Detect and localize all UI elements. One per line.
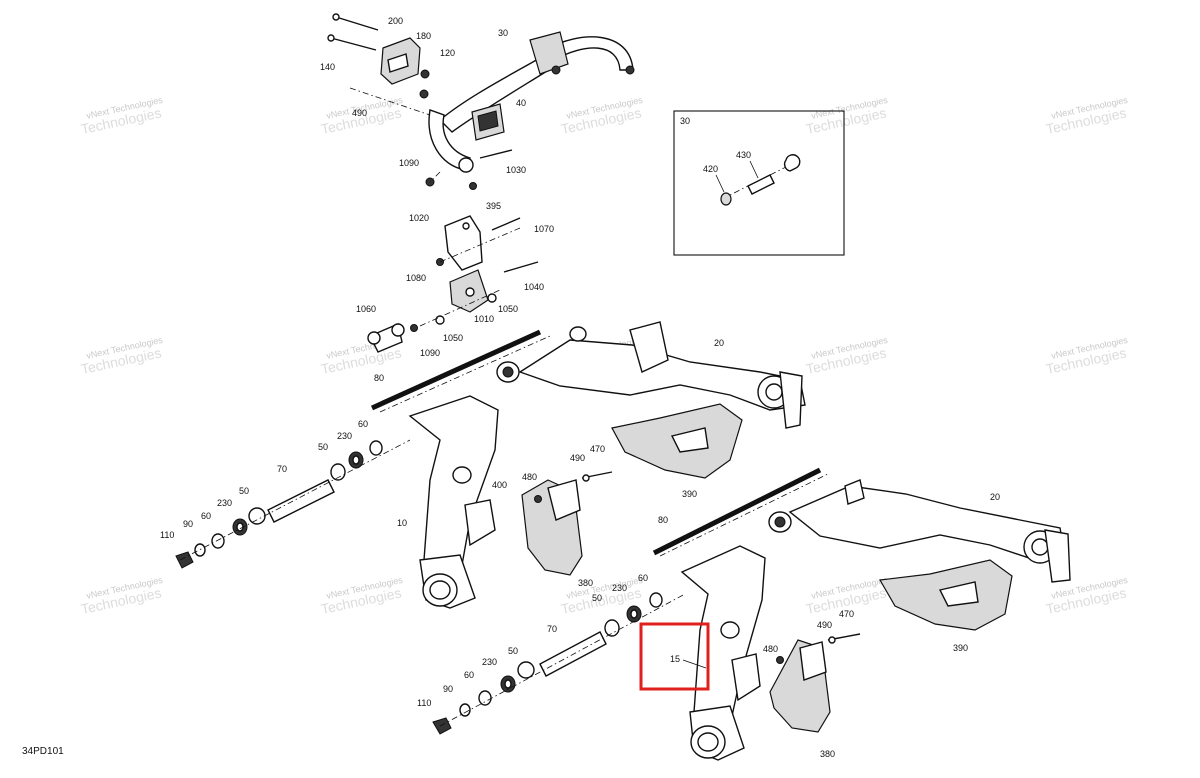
inset-label-420: 420 [703,164,718,174]
callout-230: 230 [337,431,352,441]
callout-60: 60 [201,511,211,521]
callout-1050: 1050 [498,304,518,314]
callout-20: 20 [714,338,724,348]
callout-110: 110 [417,698,431,708]
inset-frame [673,110,845,256]
callout-labels: 2001801201403040490109010303951020107010… [160,16,1000,759]
callout-490: 490 [352,108,367,118]
callout-50: 50 [508,646,518,656]
callout-110: 110 [160,530,174,540]
callout-1040: 1040 [524,282,544,292]
callout-470: 470 [839,609,854,619]
callout-1090: 1090 [399,158,419,168]
callout-50: 50 [592,593,602,603]
callout-1010: 1010 [474,314,494,324]
callout-395: 395 [486,201,501,211]
callout-40: 40 [516,98,526,108]
inset-label-430: 430 [736,150,751,160]
callout-70: 70 [547,624,557,634]
callout-390: 390 [953,643,968,653]
callout-30: 30 [498,28,508,38]
callout-70: 70 [277,464,287,474]
callout-1060: 1060 [356,304,376,314]
callout-60: 60 [464,670,474,680]
lower-control-arm-right [432,545,861,761]
callout-480: 480 [763,644,778,654]
callout-80: 80 [658,515,668,525]
callout-230: 230 [482,657,497,667]
callout-480: 480 [522,472,537,482]
callout-140: 140 [320,62,335,72]
callout-200: 200 [388,16,403,26]
callout-10: 10 [397,518,407,528]
callout-50: 50 [318,442,328,452]
callout-380: 380 [578,578,593,588]
callout-400: 400 [492,480,507,490]
callout-230: 230 [612,583,627,593]
callout-90: 90 [443,684,453,694]
callout-90: 90 [183,519,193,529]
lower-control-arm-left [175,395,613,609]
callout-80: 80 [374,373,384,383]
highlight-label: 15 [670,654,680,664]
stabilizer-bar-assembly [327,13,635,190]
callout-1030: 1030 [506,165,526,175]
callout-1050: 1050 [443,333,463,343]
callout-60: 60 [358,419,368,429]
highlight-box [639,622,710,691]
upper-control-arm-left [370,321,806,479]
callout-50: 50 [239,486,249,496]
callout-390: 390 [682,489,697,499]
callout-20: 20 [990,492,1000,502]
callout-1020: 1020 [409,213,429,223]
callout-1070: 1070 [534,224,554,234]
upper-control-arm-right [652,467,1071,631]
callout-230: 230 [217,498,232,508]
callout-1090: 1090 [420,348,440,358]
callout-380: 380 [820,749,835,759]
diagram-code: 34PD101 [22,746,64,757]
callout-1080: 1080 [406,273,426,283]
callout-490: 490 [570,453,585,463]
callout-60: 60 [638,573,648,583]
callout-120: 120 [440,48,455,58]
inset-ref-label: 30 [680,116,690,126]
callout-180: 180 [416,31,431,41]
inset-detail-box: 30 420 430 [673,110,845,256]
callout-490: 490 [817,620,832,630]
bracket-assembly [367,215,539,353]
callout-470: 470 [590,444,605,454]
